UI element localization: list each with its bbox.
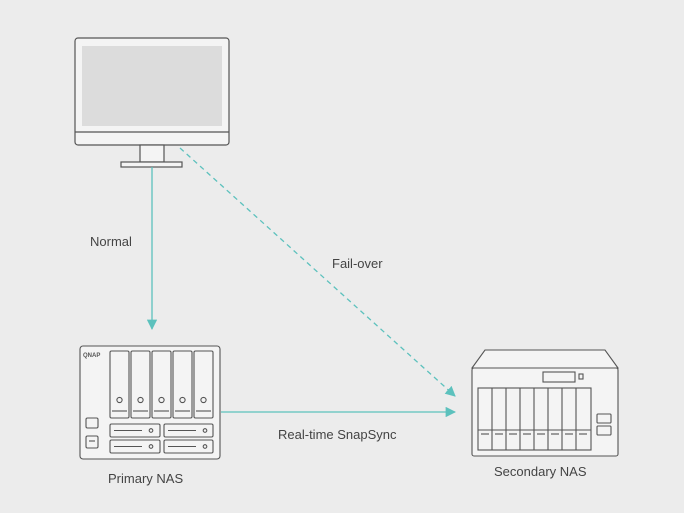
primary-nas-icon: QNAP bbox=[79, 345, 221, 460]
failover-arrow bbox=[179, 147, 456, 397]
snapsync-label: Real-time SnapSync bbox=[278, 427, 397, 442]
monitor-icon bbox=[74, 37, 230, 168]
normal-label: Normal bbox=[90, 234, 132, 249]
primary-nas-logo: QNAP bbox=[83, 353, 100, 359]
failover-label: Fail-over bbox=[332, 256, 383, 271]
secondary-nas-icon bbox=[470, 349, 620, 457]
primary-nas-label: Primary NAS bbox=[108, 471, 184, 486]
secondary-nas-label: Secondary NAS bbox=[494, 464, 587, 479]
